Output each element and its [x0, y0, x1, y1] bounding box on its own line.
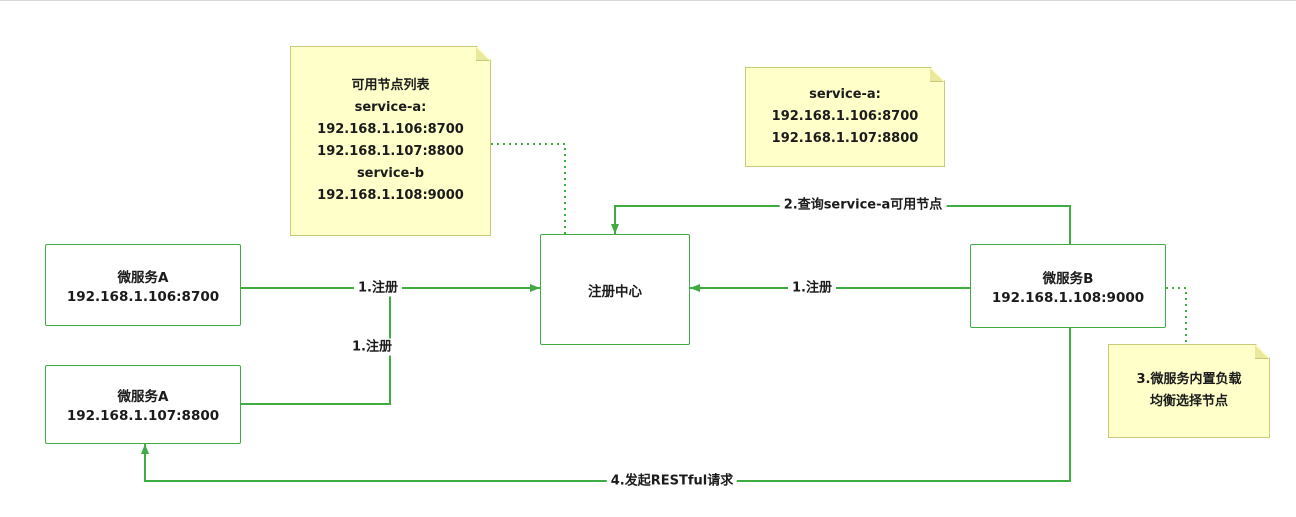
- note-line: 192.168.1.107:8800: [317, 144, 464, 159]
- note-fold-icon: [930, 68, 944, 82]
- note-service-a-nodes: service-a: 192.168.1.106:8700 192.168.1.…: [745, 67, 945, 167]
- note-line: 192.168.1.106:8700: [771, 109, 919, 124]
- note-line: 可用节点列表: [351, 78, 430, 93]
- note-line: service-a:: [809, 87, 881, 102]
- box-address: 192.168.1.106:8700: [66, 288, 220, 305]
- note-line: 192.168.1.108:9000: [317, 188, 464, 203]
- box-title: 微服务A: [117, 389, 169, 405]
- box-title: 微服务B: [1042, 270, 1094, 287]
- note-load-balance: 3.微服务内置负载 均衡选择节点: [1108, 344, 1270, 438]
- box-address: 192.168.1.108:9000: [991, 289, 1145, 306]
- note-fold-icon: [476, 47, 490, 61]
- note-line: service-b: [356, 166, 425, 181]
- box-title: 微服务A: [117, 269, 169, 286]
- box-service-a1: 微服务A 192.168.1.106:8700: [45, 244, 241, 326]
- note-line: 192.168.1.107:8800: [771, 131, 919, 146]
- box-service-b: 微服务B 192.168.1.108:9000: [970, 244, 1166, 328]
- edge-serviceb-to-note: [1166, 287, 1187, 344]
- note-line: 3.微服务内置负载: [1136, 372, 1242, 387]
- edge-note-to-registry: [491, 143, 566, 234]
- note-line: service-a:: [354, 100, 427, 115]
- box-address: 192.168.1.107:8800: [66, 408, 220, 424]
- box-registry: 注册中心: [540, 234, 690, 345]
- label-query-nodes: 2.查询service-a可用节点: [779, 196, 947, 214]
- note-line: 192.168.1.106:8700: [317, 122, 464, 137]
- edge-restful-request: [141, 328, 1071, 482]
- label-register-b: 1.注册: [788, 279, 836, 297]
- label-register-a1: 1.注册: [354, 279, 402, 297]
- box-title: 注册中心: [588, 283, 642, 300]
- label-restful-request: 4.发起RESTful请求: [606, 472, 738, 490]
- note-line: 均衡选择节点: [1149, 394, 1228, 409]
- note-available-node-list: 可用节点列表 service-a: 192.168.1.106:8700 192…: [290, 46, 491, 236]
- label-register-a2: 1.注册: [348, 338, 396, 356]
- note-fold-icon: [1255, 345, 1269, 359]
- box-service-a2: 微服务A 192.168.1.107:8800: [45, 365, 241, 444]
